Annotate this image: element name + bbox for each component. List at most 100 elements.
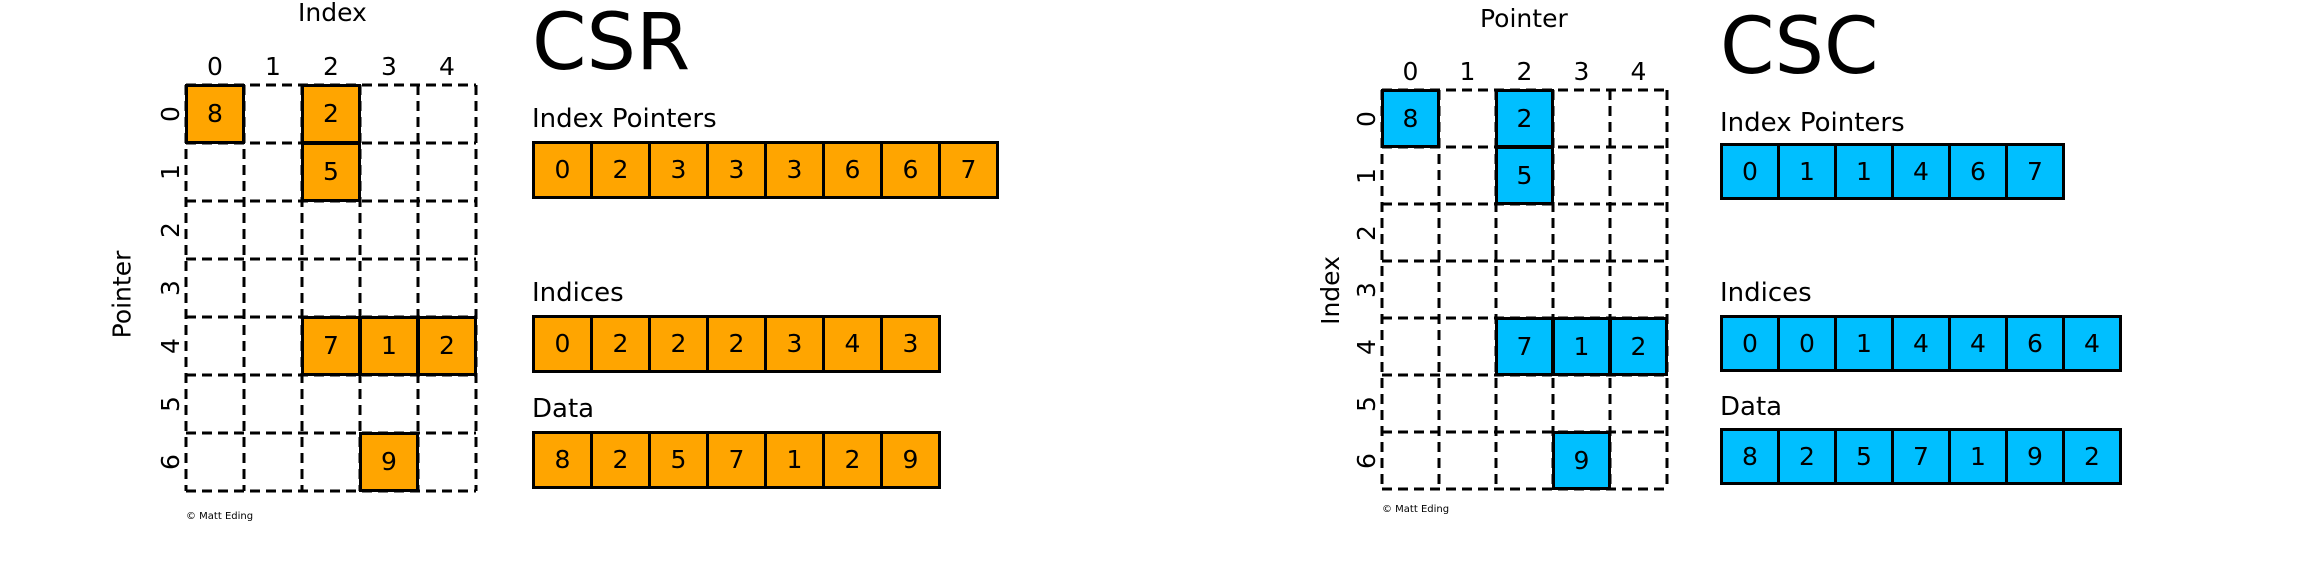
- csc-row-label: 6: [1352, 452, 1381, 469]
- csr-matrix-cell-outline: [359, 432, 419, 492]
- csc-matrix-cell-value: 9: [1573, 446, 1590, 475]
- csc-top-axis-title: Pointer: [1480, 4, 1568, 33]
- csc-array-cell: 1: [1948, 428, 2008, 485]
- csr-array-cell: 8: [532, 431, 593, 489]
- csc-credit: © Matt Eding: [1382, 504, 1450, 515]
- csr-col-label: 3: [381, 52, 397, 81]
- csc-array-label: Data: [1720, 392, 1783, 422]
- csr-col-label: 1: [265, 52, 281, 81]
- csr-array-cell: 2: [706, 315, 767, 373]
- csc-array-cell: 1: [1777, 143, 1837, 200]
- csr-matrix-cell-value: 7: [323, 331, 339, 360]
- csc-row-label: 1: [1352, 167, 1381, 184]
- csr-matrix-cell-value: 9: [381, 447, 397, 476]
- csc-array-cell: 6: [2005, 315, 2065, 372]
- csr-array-cell: 5: [648, 431, 709, 489]
- csc-array-cell: 0: [1720, 315, 1780, 372]
- csc-array-cell: 6: [1948, 143, 2008, 200]
- csr-array-cell: 9: [880, 431, 941, 489]
- csc-array-label: Indices: [1720, 278, 1812, 308]
- csr-array-label: Data: [532, 394, 595, 424]
- csr-credit: © Matt Eding: [186, 511, 254, 522]
- csr-row-label: 2: [156, 222, 185, 238]
- csr-col-label: 0: [207, 52, 223, 81]
- csc-array-cell: 5: [1834, 428, 1894, 485]
- csr-array-cell: 6: [822, 141, 883, 199]
- csc-matrix-cell-outline: [1609, 317, 1668, 376]
- csc-col-label: 3: [1573, 57, 1590, 86]
- csc-row-label: 0: [1352, 110, 1381, 127]
- csc-matrix-cell-value: 8: [1402, 104, 1419, 133]
- csc-array-cell: 4: [1891, 143, 1951, 200]
- csr-array-cell: 0: [532, 141, 593, 199]
- csc-matrix-cell-value: 2: [1516, 104, 1533, 133]
- csc-array-cell: 7: [1891, 428, 1951, 485]
- csr-row-label: 6: [156, 454, 185, 470]
- csr-matrix-cell-value: 1: [381, 331, 397, 360]
- csr-matrix-cell-value: 5: [323, 157, 339, 186]
- csc-array-cell: 9: [2005, 428, 2065, 485]
- csr-row-label: 1: [156, 164, 185, 180]
- csr-title: CSR: [532, 0, 691, 88]
- csr-array-cell: 2: [822, 431, 883, 489]
- csr-row-label: 0: [156, 106, 185, 122]
- csc-array-cell: 8: [1720, 428, 1780, 485]
- csr-array-cell: 7: [706, 431, 767, 489]
- csc-row-label: 3: [1352, 281, 1381, 298]
- csr-side-axis-title: Pointer: [107, 250, 137, 339]
- csc-array-cell: 0: [1777, 315, 1837, 372]
- csc-matrix-cell-value: 5: [1516, 161, 1533, 190]
- csr-matrix-cell-value: 8: [207, 99, 223, 128]
- csc-array-cell: 2: [2062, 428, 2122, 485]
- csc-matrix-cell-outline: [1495, 89, 1554, 148]
- csc-array-cell: 7: [2005, 143, 2065, 200]
- csc-array-cell: 4: [2062, 315, 2122, 372]
- csr-array-cell: 2: [590, 431, 651, 489]
- csr-col-label: 4: [439, 52, 455, 81]
- csr-matrix-cell-outline: [359, 316, 419, 376]
- csc-matrix-cell-outline: [1552, 317, 1611, 376]
- csc-row-label: 5: [1352, 395, 1381, 412]
- csr-array-cell: 3: [648, 141, 709, 199]
- csc-matrix-cell-outline: [1381, 89, 1440, 148]
- csr-array-cell: 1: [764, 431, 825, 489]
- csr-matrix-cell-value: 2: [323, 99, 339, 128]
- csr-array-cell: 2: [590, 141, 651, 199]
- csc-array-cell: 1: [1834, 315, 1894, 372]
- csc-array-label: Index Pointers: [1720, 108, 1905, 138]
- csc-matrix-cell-outline: [1552, 431, 1611, 490]
- csc-col-label: 4: [1630, 57, 1647, 86]
- csc-matrix-cell-outline: [1495, 146, 1554, 205]
- csr-array-cell: 7: [938, 141, 999, 199]
- csr-matrix-cell-outline: [417, 316, 477, 376]
- csc-array-cell: 4: [1948, 315, 2008, 372]
- csr-array-cell: 2: [648, 315, 709, 373]
- csc-matrix-cell-value: 2: [1630, 332, 1647, 361]
- csr-matrix-cell-outline: [185, 84, 245, 144]
- csr-row-label: 4: [156, 338, 185, 354]
- csc-side-axis-title: Index: [1315, 256, 1345, 325]
- csc-array-cell: 1: [1834, 143, 1894, 200]
- csr-top-axis-title: Index: [298, 0, 367, 27]
- csr-array-cell: 6: [880, 141, 941, 199]
- csc-array-cell: 2: [1777, 428, 1837, 485]
- csc-matrix-cell-value: 1: [1573, 332, 1590, 361]
- csr-array-cell: 3: [880, 315, 941, 373]
- csr-row-label: 3: [156, 280, 185, 296]
- csr-row-label: 5: [156, 396, 185, 412]
- csc-array-cell: 4: [1891, 315, 1951, 372]
- csc-col-label: 0: [1402, 57, 1419, 86]
- csc-col-label: 1: [1459, 57, 1476, 86]
- csc-row-label: 4: [1352, 338, 1381, 355]
- csr-matrix-cell-outline: [301, 142, 361, 202]
